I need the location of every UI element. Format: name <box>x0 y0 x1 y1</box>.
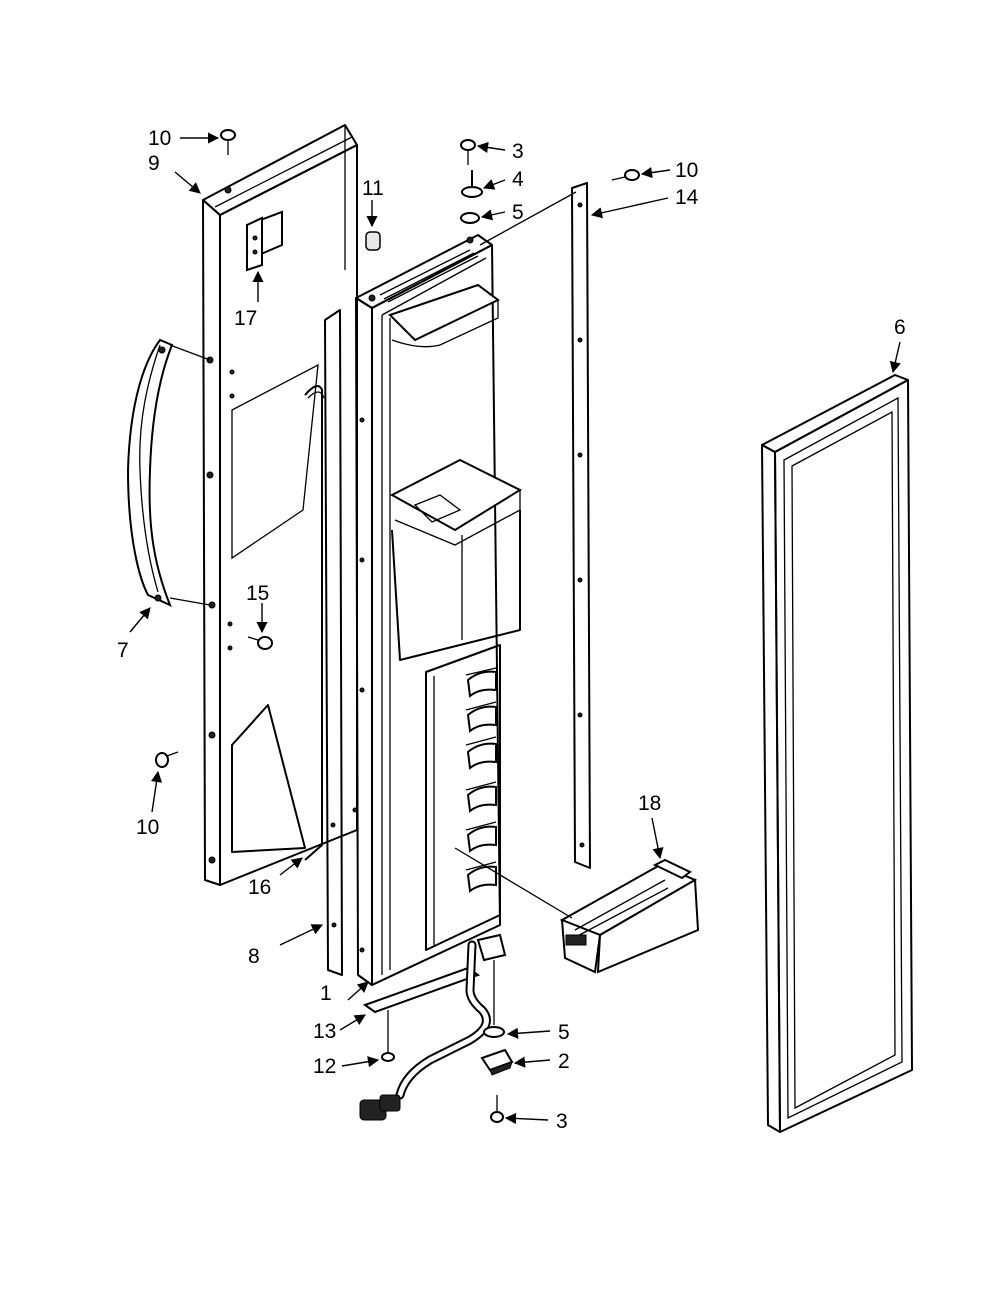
callout-arrows <box>129 132 901 1125</box>
callout-6: 6 <box>894 316 906 339</box>
plug-part-11 <box>365 231 381 251</box>
label-panel-lower <box>231 704 306 853</box>
bottom-hinge-plate <box>362 933 507 1014</box>
callout-16: 16 <box>248 876 271 899</box>
leader-14-to-liner <box>479 191 577 246</box>
label-panel-upper <box>231 363 319 560</box>
insulation-sheet <box>304 385 325 861</box>
hinge-pin-top <box>460 139 483 224</box>
callout-1: 1 <box>320 982 332 1005</box>
callout-17: 17 <box>234 307 257 330</box>
callout-2: 2 <box>558 1050 570 1073</box>
callout-3-bottom: 3 <box>556 1110 568 1133</box>
callout-5-top: 5 <box>512 201 524 224</box>
callout-9: 9 <box>148 152 160 175</box>
door-gasket <box>761 374 913 1133</box>
callout-5-bottom: 5 <box>558 1021 570 1044</box>
hinge-side-strip <box>571 182 591 869</box>
callout-14: 14 <box>675 186 699 209</box>
callout-3-top: 3 <box>512 140 524 163</box>
callout-18: 18 <box>638 792 661 815</box>
callout-10-bottom-left: 10 <box>136 816 159 839</box>
callout-15: 15 <box>246 582 269 605</box>
screw-part-15 <box>247 636 273 650</box>
door-bin <box>559 858 700 974</box>
callout-10-top-left: 10 <box>148 127 171 150</box>
callout-8: 8 <box>248 945 260 968</box>
screw-bottom-part-3 <box>490 1095 504 1123</box>
callout-12: 12 <box>313 1055 336 1078</box>
inner-door-liner <box>355 234 523 986</box>
screw-top-right <box>611 169 640 181</box>
wire-harness <box>359 940 491 1121</box>
hinge-bracket <box>246 210 283 272</box>
callout-4: 4 <box>512 168 524 191</box>
callout-10-top-right: 10 <box>675 159 698 182</box>
callout-13: 13 <box>313 1020 336 1043</box>
side-trim-strip <box>324 309 343 976</box>
screw-top-left <box>220 129 236 155</box>
screw-part-12 <box>381 1040 395 1062</box>
leader-18-to-liner <box>454 847 573 919</box>
door-handle <box>126 338 211 607</box>
screw-bottom-left <box>155 751 179 768</box>
washer-part-5-bottom <box>483 1026 505 1038</box>
callout-11: 11 <box>362 177 384 200</box>
callout-7: 7 <box>117 639 129 662</box>
hinge-part-2 <box>480 1048 514 1076</box>
